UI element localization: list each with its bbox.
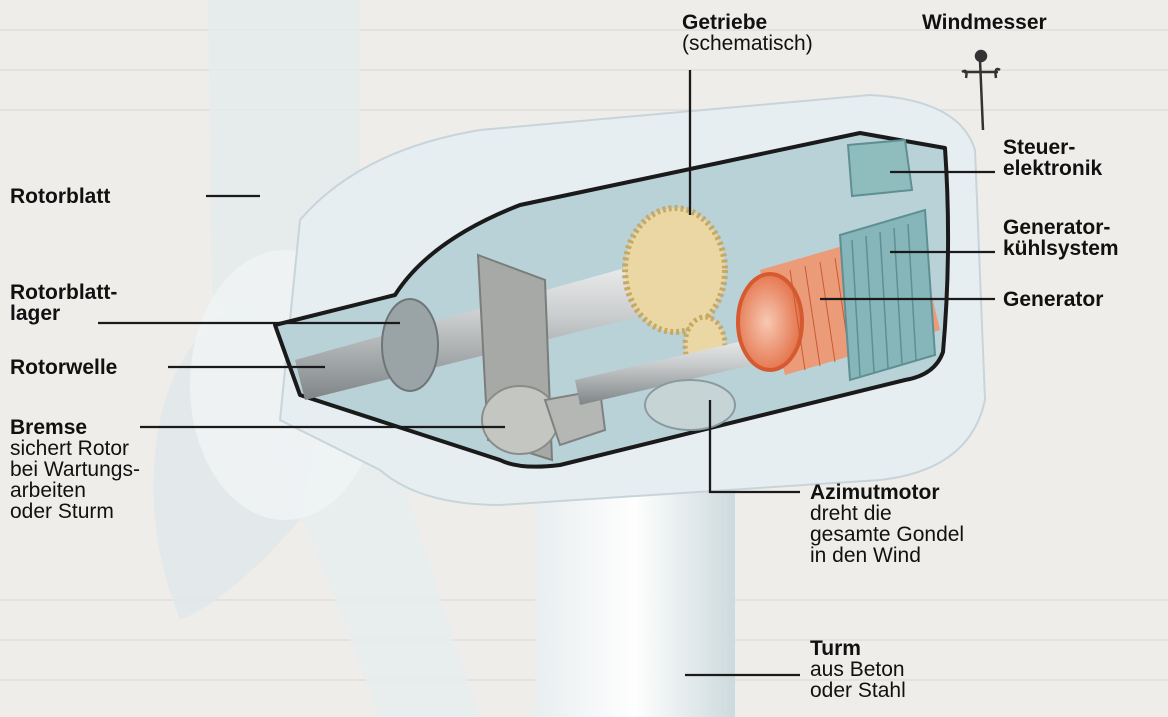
label-bremse-line: oder Sturm	[10, 501, 140, 522]
label-bremse-line: arbeiten	[10, 480, 140, 501]
label-turm-line: aus Beton	[810, 659, 906, 680]
label-turm-line: oder Stahl	[810, 680, 906, 701]
label-generator: Generator	[1003, 289, 1103, 310]
label-kuehl-line1: Generator-	[1003, 217, 1119, 238]
label-bremse-line: bei Wartungs-	[10, 459, 140, 480]
gear-large	[625, 208, 725, 332]
label-bremse-title: Bremse	[10, 417, 140, 438]
label-steuer-line2: elektronik	[1003, 158, 1102, 179]
label-azimut-line: gesamte Gondel	[810, 524, 964, 545]
label-windmesser-title: Windmesser	[922, 12, 1047, 33]
label-rotorblattlager: Rotorblatt- lager	[10, 282, 117, 324]
label-azimut-line: dreht die	[810, 503, 964, 524]
control-electronics-box	[848, 140, 912, 196]
label-azimutmotor: Azimutmotor dreht die gesamte Gondel in …	[810, 482, 964, 566]
label-steuerelektronik: Steuer- elektronik	[1003, 137, 1102, 179]
anemometer-icon	[962, 51, 1000, 130]
label-azimut-title: Azimutmotor	[810, 482, 964, 503]
label-generatorkuehlsystem: Generator- kühlsystem	[1003, 217, 1119, 259]
label-generator-title: Generator	[1003, 289, 1103, 310]
azimuth-motor	[645, 380, 735, 430]
label-getriebe-sub: (schematisch)	[682, 33, 813, 54]
label-rotorblatt-title: Rotorblatt	[10, 186, 110, 207]
label-azimut-line: in den Wind	[810, 545, 964, 566]
label-bremse: Bremse sichert Rotor bei Wartungs- arbei…	[10, 417, 140, 522]
label-getriebe: Getriebe (schematisch)	[682, 12, 813, 54]
label-rotorwelle-title: Rotorwelle	[10, 357, 117, 378]
label-kuehl-line2: kühlsystem	[1003, 238, 1119, 259]
label-getriebe-title: Getriebe	[682, 12, 813, 33]
label-turm-title: Turm	[810, 638, 906, 659]
label-steuer-line1: Steuer-	[1003, 137, 1102, 158]
brake-disc	[482, 386, 558, 454]
label-rotorblattlager-line1: Rotorblatt-	[10, 282, 117, 303]
rotor-bearing	[382, 299, 438, 391]
label-rotorblattlager-line2: lager	[10, 303, 117, 324]
label-windmesser: Windmesser	[922, 12, 1047, 33]
label-turm: Turm aus Beton oder Stahl	[810, 638, 906, 701]
label-bremse-line: sichert Rotor	[10, 438, 140, 459]
label-rotorwelle: Rotorwelle	[10, 357, 117, 378]
label-rotorblatt: Rotorblatt	[10, 186, 110, 207]
